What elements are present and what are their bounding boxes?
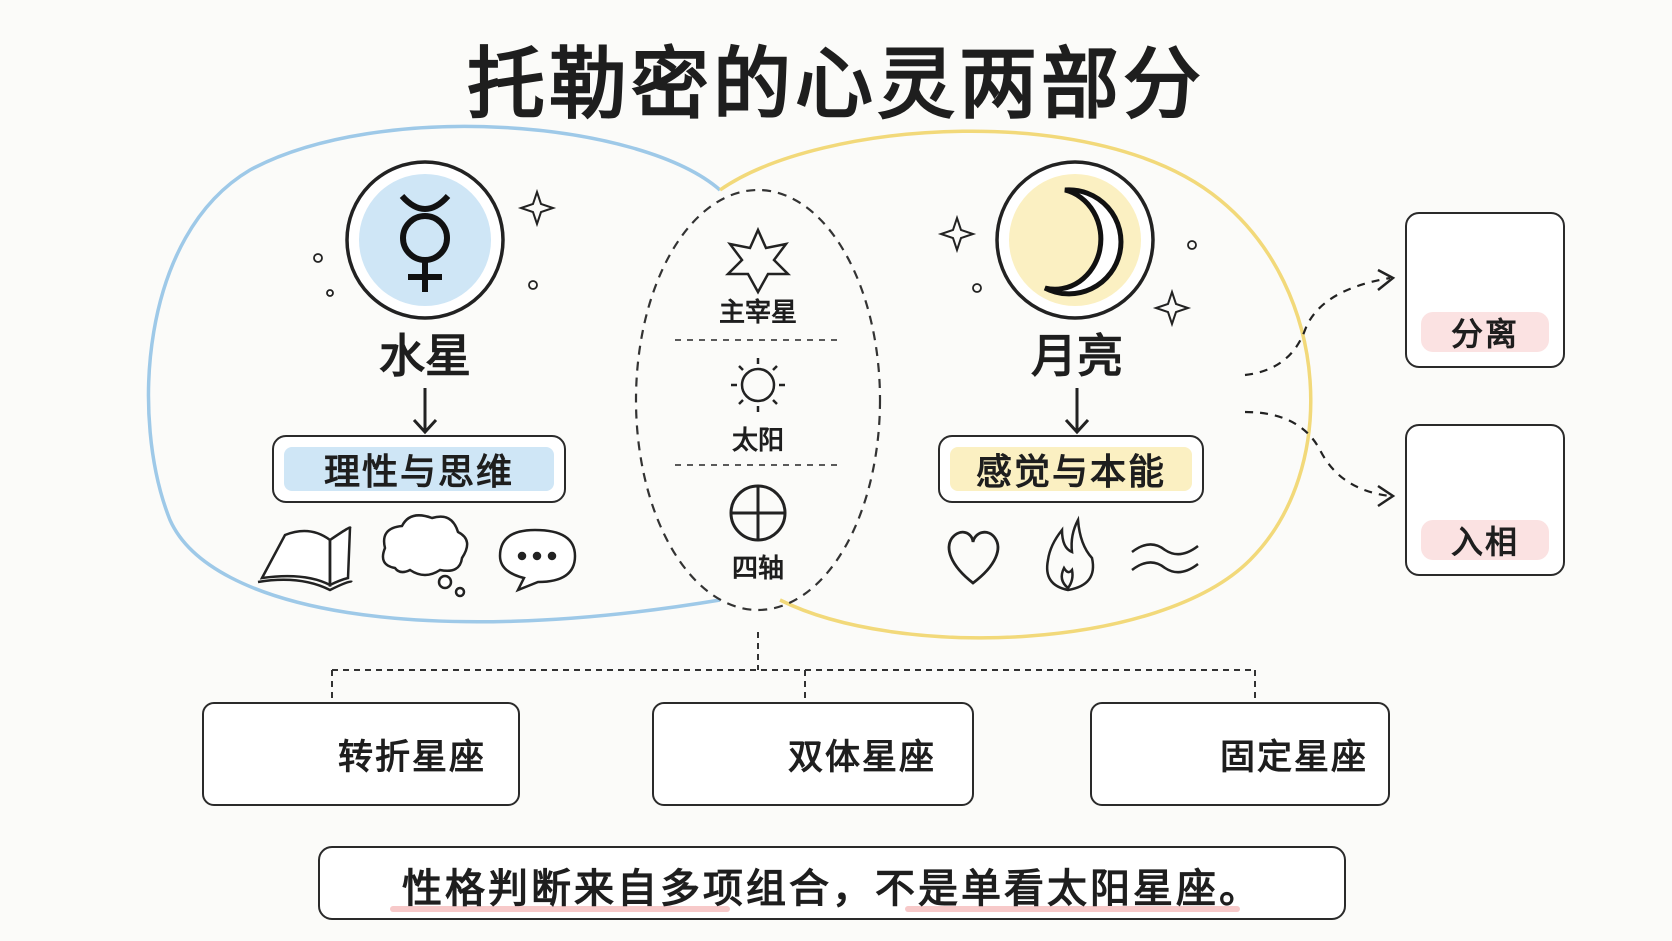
mode-label: 固定星座 xyxy=(1220,737,1369,778)
moon-label: 月亮 xyxy=(1031,329,1123,383)
thought-cloud-icon xyxy=(381,514,469,598)
mercury-icon xyxy=(345,160,505,320)
cross-circle-icon xyxy=(729,484,787,542)
mode-label: 转折星座 xyxy=(338,737,487,778)
star-icon xyxy=(724,226,792,295)
flame-icon xyxy=(1045,515,1095,592)
moon-trait-box: 感觉与本能 xyxy=(938,435,1204,503)
mercury-trait-box: 理性与思维 xyxy=(272,435,566,503)
conclusion-box: 性格判断来自多项组合，不是单看太阳星座。 xyxy=(318,846,1346,920)
mode-box-cardinal: 转折星座 xyxy=(202,702,520,806)
sun-icon xyxy=(731,358,785,412)
mode-label: 双体星座 xyxy=(788,737,937,778)
conclusion-text: 性格判断来自多项组合，不是单看太阳星座。 xyxy=(402,866,1262,912)
center-item-label: 太阳 xyxy=(731,426,784,456)
apply-box: 入相 xyxy=(1405,424,1565,576)
book-icon xyxy=(257,526,353,592)
mercury-trait-label: 理性与思维 xyxy=(323,452,514,493)
moon-region xyxy=(718,129,1313,640)
page-title: 托勒密的心灵两部分 xyxy=(466,40,1205,130)
mercury-label: 水星 xyxy=(379,329,471,383)
arrow-to-separate xyxy=(1244,276,1391,377)
separate-box: 分离 xyxy=(1405,212,1565,368)
moon-icon xyxy=(995,160,1155,320)
center-item-label: 主宰星 xyxy=(718,298,797,328)
mode-box-mutable: 双体星座 xyxy=(652,702,974,806)
center-item-label: 四轴 xyxy=(731,554,784,584)
wave-icon xyxy=(1131,543,1199,574)
heart-icon xyxy=(947,530,1000,585)
mercury-region xyxy=(146,124,722,624)
arrow-to-apply xyxy=(1244,410,1391,498)
mode-box-fixed: 固定星座 xyxy=(1090,702,1390,806)
sparkle-icon xyxy=(937,214,977,254)
moon-trait-label: 感觉与本能 xyxy=(975,452,1166,493)
sparkle-icon xyxy=(1152,288,1192,328)
separate-label: 分离 xyxy=(1421,312,1549,353)
speech-bubble-icon xyxy=(498,528,577,593)
center-overlap xyxy=(634,188,882,612)
sparkle-icon xyxy=(517,188,557,228)
apply-label: 入相 xyxy=(1421,520,1549,561)
